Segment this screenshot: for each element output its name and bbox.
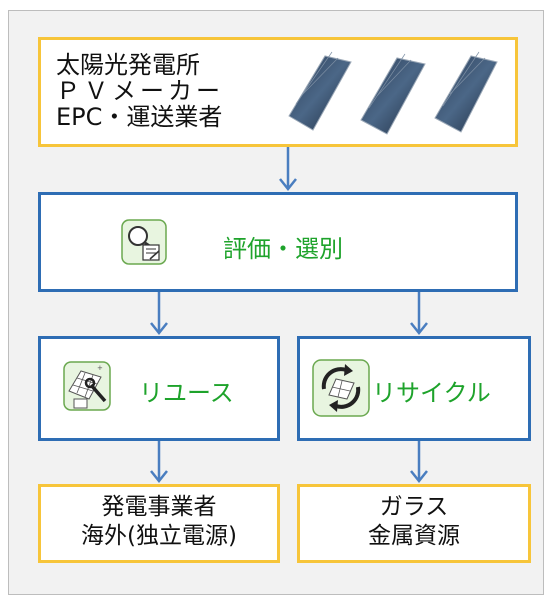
recycle-destination-box: ガラス 金属資源 [297, 484, 531, 563]
reuse-label: リユース [139, 379, 234, 407]
source-line-pv-maker: ＰＶメーカー [56, 77, 224, 105]
evaluation-box: 評価・選別 [38, 192, 518, 292]
reuse-destination-line-2: 海外(独立電源) [81, 523, 237, 549]
svg-text:+: + [97, 364, 103, 372]
solar-panel-3 [434, 51, 498, 133]
panel-wrench-icon: + [63, 361, 111, 411]
source-lines: 太陽光発電所 ＰＶメーカー EPC・運送業者 [56, 52, 224, 130]
reuse-destination-lines: 発電事業者 海外(独立電源) [41, 493, 277, 551]
solar-panel-1 [288, 51, 352, 131]
reuse-destination-line-1: 発電事業者 [101, 494, 217, 520]
source-box: 太陽光発電所 ＰＶメーカー EPC・運送業者 [38, 37, 518, 147]
arrow-to-recycle-destination [410, 441, 428, 484]
magnifier-checklist-icon [121, 219, 167, 265]
reuse-box: + リユース [38, 336, 280, 441]
arrow-to-reuse-destination [150, 441, 168, 484]
arrow-to-reuse [150, 292, 168, 336]
evaluation-label: 評価・選別 [223, 235, 343, 263]
recycle-destination-lines: ガラス 金属資源 [300, 493, 528, 551]
source-line-power-plant: 太陽光発電所 [56, 51, 200, 79]
solar-panel-2 [360, 53, 426, 135]
recycle-label: リサイクル [372, 379, 491, 407]
arrow-to-recycle [410, 292, 428, 336]
source-line-epc: EPC・運送業者 [56, 103, 223, 131]
recycle-box: リサイクル [297, 336, 531, 441]
solar-panels-image [288, 51, 498, 135]
recycle-destination-line-1: ガラス [379, 494, 449, 520]
reuse-destination-box: 発電事業者 海外(独立電源) [38, 484, 280, 563]
recycle-panel-icon [312, 359, 370, 417]
recycle-destination-line-2: 金属資源 [368, 523, 460, 549]
arrow-to-evaluation [279, 147, 297, 192]
